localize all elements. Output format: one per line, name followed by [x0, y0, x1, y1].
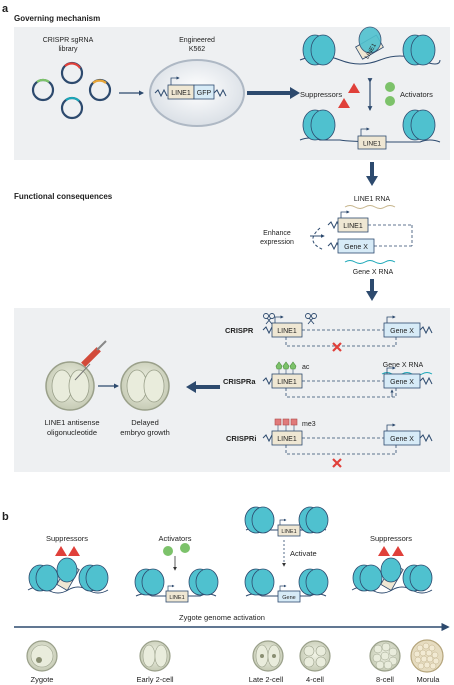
b-activator-circle-icon	[180, 543, 190, 553]
functional-consequences-title: Functional consequences	[14, 192, 113, 201]
b-chromatin-2	[134, 568, 219, 603]
stage-4cell-icon	[299, 640, 331, 672]
stage-label-morula: Morula	[417, 675, 441, 684]
consequence-arrow-head	[186, 381, 196, 393]
b-suppressors-label-2: Suppressors	[370, 534, 412, 543]
crispra-label: CRISPRa	[223, 377, 256, 386]
panel-b-letter: b	[2, 511, 9, 523]
suppressor-triangle-icon	[338, 98, 350, 108]
reporter-line1-label: LINE1	[171, 90, 191, 97]
suppressors-label: Suppressors	[300, 90, 342, 99]
b-activator-circle-icon	[163, 546, 173, 556]
down-arrow-1-head	[366, 176, 378, 186]
aso-label-line1: LINE1 antisense	[44, 418, 99, 427]
crispr-gene-x-label: Gene X	[390, 328, 414, 335]
crispr-label: CRISPR	[225, 326, 254, 335]
crispri-label: CRISPRi	[226, 434, 256, 443]
line1-rna-label: LINE1 RNA	[354, 196, 391, 203]
embryo-delayed	[120, 361, 170, 411]
stage-zygote-icon	[26, 640, 58, 672]
b-suppressor-triangle-icon	[68, 546, 80, 556]
stage-late-2cell-icon	[252, 640, 284, 672]
crispri-gene-x-label: Gene X	[390, 436, 414, 443]
acetylation-marks-icon	[275, 361, 297, 374]
library-label-line1: CRISPR sgRNA	[43, 37, 94, 44]
stage-label-late-2cell: Late 2-cell	[249, 675, 284, 684]
enhance-label-line1: Enhance	[263, 230, 291, 237]
governing-mechanism-title: Governing mechanism	[14, 14, 100, 23]
syringe-icon	[74, 340, 107, 381]
crispr-line1-label: LINE1	[277, 328, 297, 335]
enhance-loop	[312, 227, 325, 251]
aso-label-line2: oligonucleotide	[47, 428, 97, 437]
activator-circle-icon	[385, 82, 395, 92]
open-chromatin	[299, 109, 441, 150]
activators-label: Activators	[400, 90, 433, 99]
b-chromatin-3a	[244, 506, 329, 537]
engineered-label-line2: K562	[189, 46, 205, 53]
open-line1-label: LINE1	[363, 141, 381, 148]
crispr-row	[262, 315, 433, 347]
panel-a-letter: a	[2, 3, 9, 15]
crispra-line1-label: LINE1	[277, 379, 297, 386]
b-activators-label: Activators	[159, 534, 192, 543]
stage-morula-icon	[410, 639, 444, 673]
b-chromatin-4	[351, 557, 433, 594]
stage-early-2cell-icon	[139, 640, 171, 672]
library-label-line2: library	[58, 46, 78, 53]
zga-label: Zygote genome activation	[179, 613, 265, 622]
stage-label-4cell: 4-cell	[306, 675, 324, 684]
crispra-rna-wave	[381, 372, 433, 376]
stage-label-8cell: 8-cell	[376, 675, 394, 684]
fc-gene-x-label: Gene X	[344, 244, 368, 251]
embryo-injected	[45, 361, 95, 411]
crispr-block-x-icon	[332, 342, 342, 352]
line1-rna-wave	[344, 205, 396, 209]
closed-chromatin	[299, 26, 441, 66]
b-suppressors-label-1: Suppressors	[46, 534, 88, 543]
reporter-gfp-label: GFP	[197, 90, 212, 97]
b-suppressor-triangle-icon	[392, 546, 404, 556]
plasmid-library-icon	[31, 61, 112, 120]
stage-label-early-2cell: Early 2-cell	[136, 675, 173, 684]
b-chromatin-1	[27, 557, 109, 594]
screen-arrow-head	[290, 87, 300, 99]
crispri-line1-label: LINE1	[277, 436, 297, 443]
stage-label-zygote: Zygote	[31, 675, 54, 684]
b-line1-label-2: LINE1	[169, 595, 184, 601]
ac-label: ac	[302, 364, 310, 371]
down-arrow-2-head	[366, 291, 378, 301]
delayed-label-line1: Delayed	[131, 418, 159, 427]
crispri-row	[262, 423, 433, 455]
crispra-gene-x-rna-label: Gene X RNA	[383, 362, 424, 369]
suppressor-triangle-icon	[348, 83, 360, 93]
crispra-gene-x-label: Gene X	[390, 379, 414, 386]
me3-label: me3	[302, 421, 316, 428]
activator-circle-icon	[385, 96, 395, 106]
delayed-label-line2: embryo growth	[120, 428, 170, 437]
gene-x-locus	[327, 225, 413, 254]
scissors-icon	[263, 313, 317, 325]
reporter-construct	[154, 76, 227, 100]
enhance-label-line2: expression	[260, 239, 294, 246]
b-line1-label-3: LINE1	[281, 529, 296, 535]
methylation-marks-icon	[274, 418, 298, 431]
b-activate-label: Activate	[290, 549, 317, 558]
stage-8cell-icon	[369, 640, 401, 672]
crispri-block-x-icon	[332, 458, 342, 468]
crispra-row	[262, 366, 433, 398]
gene-x-rna-wave	[344, 260, 396, 264]
engineered-label-line1: Engineered	[179, 37, 215, 44]
b-suppressor-triangle-icon	[378, 546, 390, 556]
b-chromatin-3b	[244, 568, 329, 603]
b-gene-label: Gene	[282, 595, 295, 601]
b-suppressor-triangle-icon	[55, 546, 67, 556]
gene-x-rna-label: Gene X RNA	[353, 269, 394, 276]
line1-gene-locus	[327, 210, 412, 233]
fc-line1-label: LINE1	[343, 223, 363, 230]
